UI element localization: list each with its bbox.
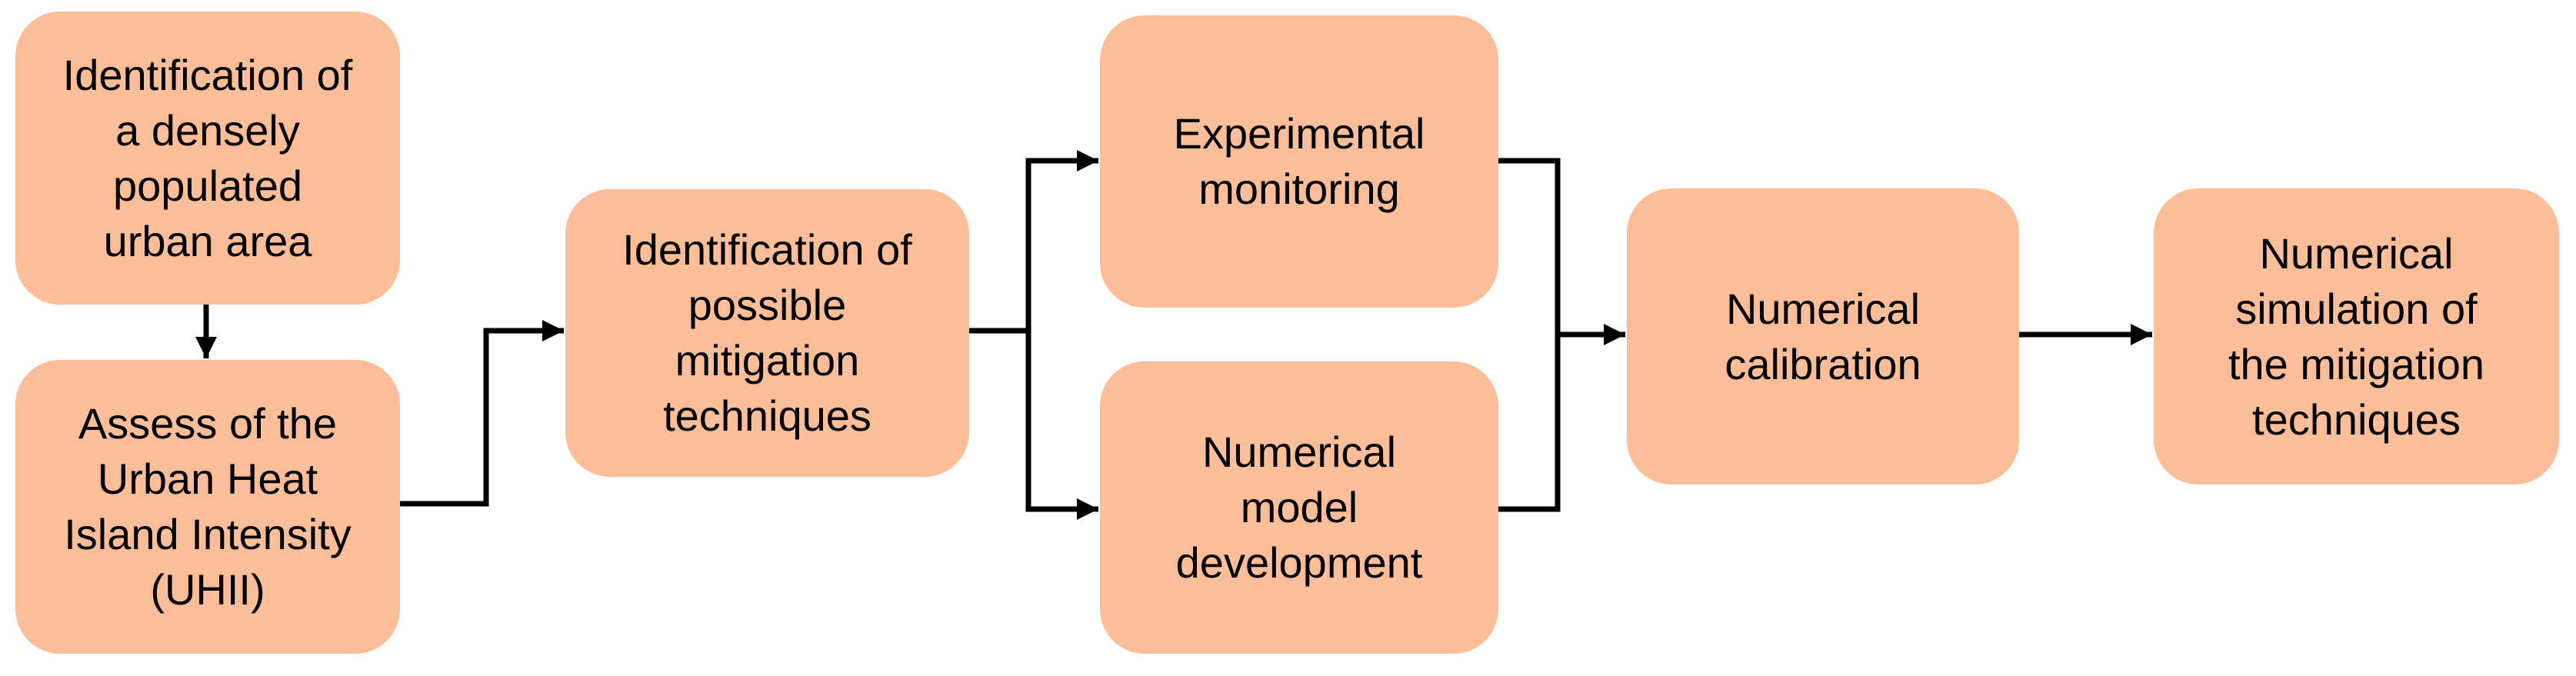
arrow-identify-mitigation-techniques-to-experimental-monitoring: [969, 150, 1098, 512]
flow-node-numerical-simulation: Numerical simulation of the mitigation t…: [2154, 188, 2559, 485]
flow-node-experimental-monitoring: Experimental monitoring: [1100, 15, 1498, 308]
arrow-assess-uhii-to-identify-mitigation-techniques: [400, 320, 564, 507]
flow-node-identify-urban-area: Identification of a densely populated ur…: [15, 12, 400, 305]
flow-node-identify-mitigation-techniques: Identification of possible mitigation te…: [565, 189, 969, 477]
arrow-numerical-model-development-to-numerical-calibration: [1498, 158, 1625, 512]
flow-node-numerical-model-development: Numerical model development: [1100, 361, 1498, 654]
flow-node-assess-uhii: Assess of the Urban Heat Island Intensit…: [15, 360, 400, 654]
flow-node-numerical-calibration: Numerical calibration: [1627, 188, 2019, 485]
